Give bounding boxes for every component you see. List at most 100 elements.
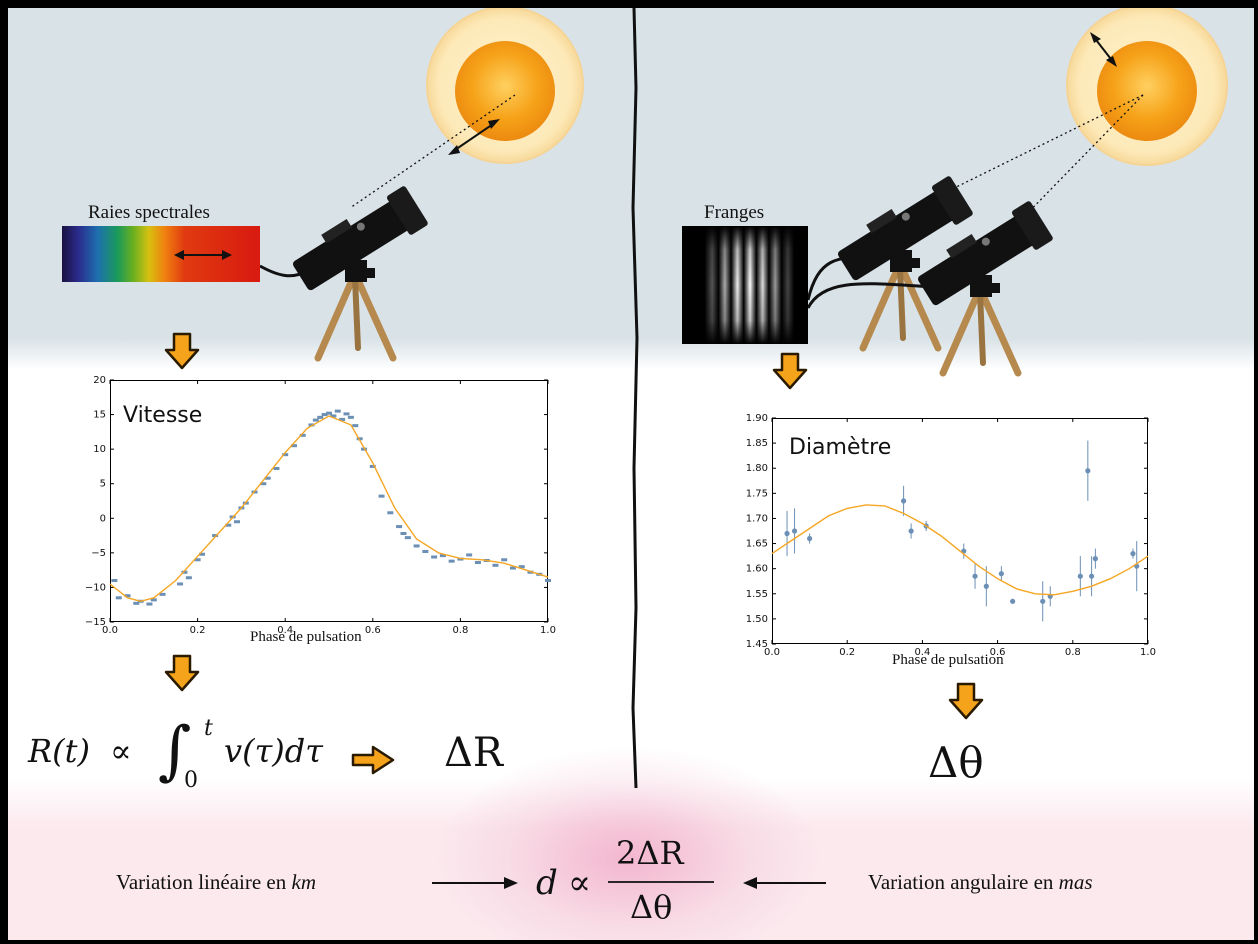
velocity-chart-xlabel: Phase de pulsation [250, 629, 362, 645]
linear-variation-unit: km [291, 870, 317, 894]
y-tick-label: 1.55 [746, 589, 768, 600]
data-point [791, 528, 798, 534]
velocity-chart-title: Vitesse [123, 403, 203, 428]
data-point [290, 444, 297, 448]
data-point [111, 579, 118, 583]
y-tick-label: −5 [91, 548, 106, 559]
illustration-layer [62, 8, 1228, 889]
data-point [133, 601, 140, 605]
center-divider [631, 8, 639, 789]
data-point [321, 413, 328, 417]
angular-variation-label: Variation angulaire en [868, 870, 1059, 894]
data-point [466, 553, 473, 557]
data-point [146, 602, 153, 606]
data-point [378, 494, 385, 498]
data-point [330, 414, 337, 418]
data-point [177, 582, 184, 586]
y-tick-label: 1.50 [746, 614, 768, 625]
arrow-right-icon [351, 745, 395, 775]
y-tick-label: 10 [93, 444, 106, 455]
data-point [387, 511, 394, 515]
data-point [115, 596, 122, 600]
data-point [784, 530, 790, 537]
data-point [194, 558, 201, 562]
arrow-down-icon [164, 332, 200, 370]
data-point [431, 555, 438, 559]
angular-variation-text: Variation angulaire en mas [868, 870, 1093, 895]
y-tick-label: 1.65 [746, 539, 768, 550]
diameter-chart-frame: Diamètre [772, 418, 1148, 644]
data-point [352, 424, 359, 428]
data-point [339, 417, 346, 421]
x-tick-label: 1.0 [540, 625, 556, 636]
data-point [901, 498, 907, 504]
data-point [317, 415, 324, 419]
data-point [492, 563, 499, 567]
data-point [150, 598, 157, 602]
data-point [282, 453, 289, 457]
data-point [422, 549, 429, 553]
y-tick-label: 20 [93, 375, 106, 386]
data-point [326, 411, 332, 415]
data-point [545, 579, 551, 583]
data-point [474, 561, 481, 565]
arrow-down-icon [948, 682, 984, 720]
diameter-chart-xlabel: Phase de pulsation [892, 652, 1004, 668]
y-tick-label: 1.45 [746, 639, 768, 650]
y-tick-label: 1.85 [746, 438, 768, 449]
delta-theta-result: Δθ [928, 738, 984, 787]
arrow-down-icon [772, 352, 808, 390]
fit-curve [771, 504, 1149, 596]
star-right [935, 8, 1228, 229]
diameter-chart-title: Diamètre [789, 435, 892, 460]
data-point [413, 544, 420, 548]
fit-curve [109, 415, 549, 603]
data-point [518, 565, 525, 569]
y-tick-label: 1.60 [746, 564, 768, 575]
distance-formula-denominator: Δθ [630, 888, 673, 926]
y-tick-label: 5 [100, 479, 106, 490]
integral-lower-bound: 0 [184, 768, 198, 793]
spectrum-strip [62, 226, 260, 282]
data-point [1040, 598, 1046, 604]
radius-formula-integrand: v(τ)dτ [224, 732, 323, 770]
data-point [998, 571, 1004, 577]
x-tick-label: 0.0 [764, 647, 780, 658]
x-tick-label: 0.8 [1065, 647, 1081, 658]
data-point [299, 433, 306, 437]
data-point [972, 573, 978, 579]
radius-formula-lhs: R(t) [28, 732, 90, 770]
y-tick-label: 0 [100, 513, 106, 524]
fringe-pattern [682, 226, 808, 344]
data-point [1092, 556, 1098, 562]
data-point [124, 594, 131, 598]
data-point [807, 535, 813, 542]
data-point [234, 520, 241, 524]
y-tick-label: 1.75 [746, 488, 768, 499]
data-point [400, 531, 407, 535]
x-tick-label: 0.4 [914, 647, 930, 658]
data-point [198, 552, 205, 556]
y-tick-label: −15 [85, 617, 106, 628]
data-point [212, 534, 219, 538]
data-point [260, 482, 267, 486]
data-point [334, 409, 341, 413]
data-point [1077, 573, 1083, 579]
distance-formula-lhs: d [536, 863, 558, 903]
y-tick-label: 1.80 [746, 463, 768, 474]
background-glow [438, 748, 818, 940]
data-point [181, 570, 188, 574]
y-tick-label: 15 [93, 410, 106, 421]
data-point [439, 554, 446, 558]
distance-formula-prop: ∝ [568, 863, 592, 903]
telescope-left [287, 183, 429, 358]
integral-sign: ∫ [158, 714, 192, 788]
linear-variation-text: Variation linéaire en km [116, 870, 316, 895]
x-tick-label: 0.6 [365, 625, 381, 636]
data-point [448, 559, 455, 563]
x-tick-label: 0.4 [277, 625, 293, 636]
y-tick-label: 1.90 [746, 413, 768, 424]
